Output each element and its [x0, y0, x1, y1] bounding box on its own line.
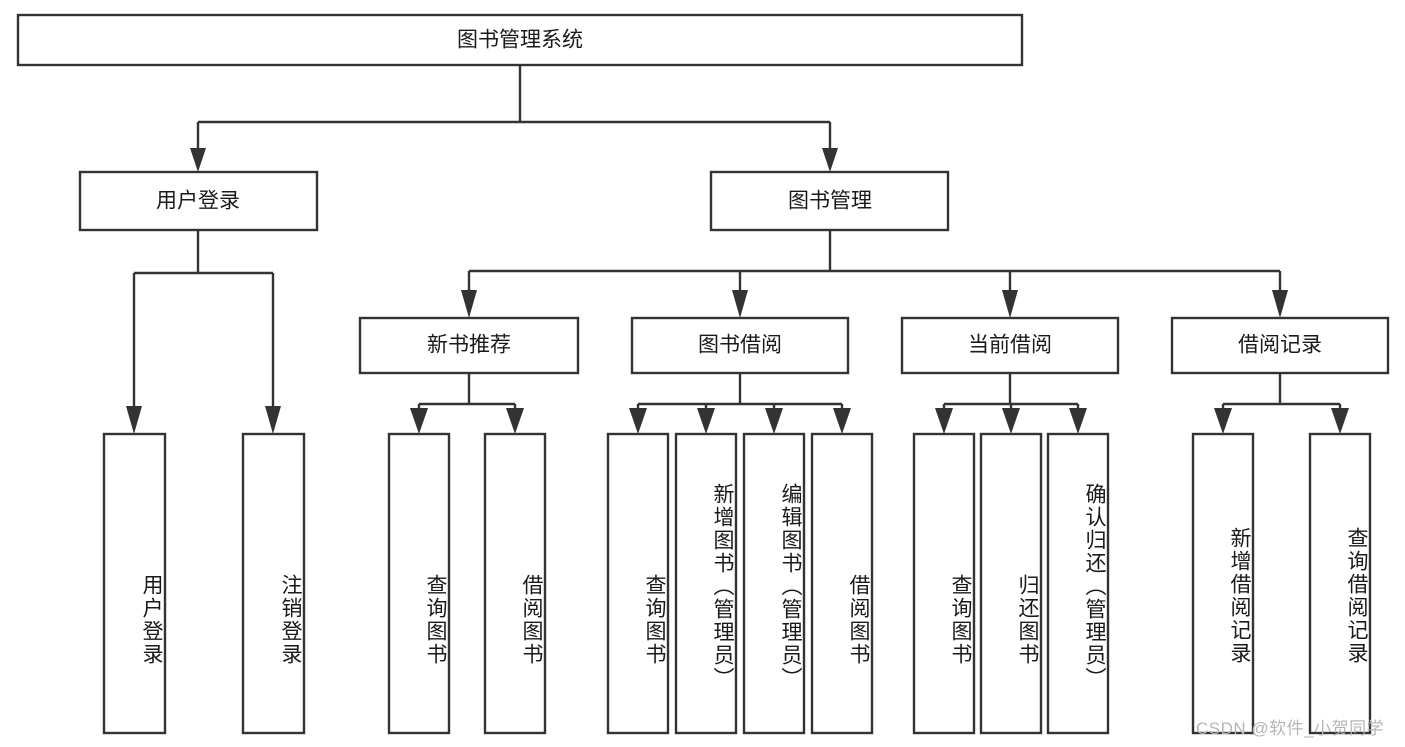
- node-current-borrow[interactable]: 当前借阅: [900, 316, 1120, 375]
- arrow-head-borrow-record: [1272, 290, 1288, 318]
- node-leaf-borrow-book-2-box[interactable]: [810, 432, 874, 735]
- node-user-login-box[interactable]: [78, 170, 319, 232]
- node-new-book-recommend-box[interactable]: [358, 316, 580, 375]
- node-leaf-query-book-1-box[interactable]: [387, 432, 451, 735]
- arrow-head-leaf-query-book-2: [629, 408, 647, 434]
- arrow-head-leaf-add-record: [1214, 408, 1232, 434]
- node-root[interactable]: 图书管理系统: [16, 13, 1024, 67]
- node-leaf-borrow-book-1-box[interactable]: [483, 432, 547, 735]
- node-book-borrow[interactable]: 图书借阅: [630, 316, 850, 375]
- node-borrow-record-box[interactable]: [1170, 316, 1390, 375]
- arrow-head-leaf-edit-book: [765, 408, 783, 434]
- arrow-head-user-login: [190, 148, 206, 172]
- node-leaf-add-record-box[interactable]: [1191, 432, 1255, 735]
- arrow-head-leaf-borrow-book-2: [833, 408, 851, 434]
- connector-group-current-borrow: [935, 373, 1087, 434]
- node-leaf-return-book-box[interactable]: [979, 432, 1043, 735]
- node-leaf-query-book-3-box[interactable]: [912, 432, 976, 735]
- arrow-head-leaf-return-book: [1002, 408, 1020, 434]
- arrow-head-book-borrow: [732, 290, 748, 318]
- node-root-label: 图书管理系统: [457, 29, 583, 52]
- node-book-borrow-box[interactable]: [630, 316, 850, 375]
- arrow-head-leaf-confirm-return: [1069, 408, 1087, 434]
- node-new-book-recommend-label: 新书推荐: [427, 334, 511, 357]
- arrow-head-leaf-query-book-3: [935, 408, 953, 434]
- arrow-head-leaf-query-book-1: [410, 408, 428, 434]
- node-book-borrow-label: 图书借阅: [698, 334, 782, 357]
- connector-group-user-login: [126, 231, 281, 434]
- node-book-manage-label: 图书管理: [788, 190, 872, 213]
- connector-group-borrow-record: [1214, 373, 1349, 434]
- connector-group-book-manage: [461, 231, 1288, 318]
- arrow-head-leaf-borrow-book-1: [506, 408, 524, 434]
- node-leaf-query-record-box[interactable]: [1308, 432, 1372, 735]
- node-new-book-recommend[interactable]: 新书推荐: [358, 316, 580, 375]
- node-book-manage[interactable]: 图书管理: [709, 170, 950, 232]
- connector-group-book-borrow: [629, 373, 851, 434]
- csdn-watermark: CSDN @软件_小贺同学: [1196, 719, 1385, 738]
- node-leaf-user-login-box[interactable]: [102, 432, 167, 735]
- arrow-head-leaf-user-login: [126, 406, 142, 434]
- node-user-login[interactable]: 用户登录: [78, 170, 319, 232]
- node-book-manage-box[interactable]: [709, 170, 950, 232]
- node-leaf-query-book-2-box[interactable]: [606, 432, 670, 735]
- arrow-head-leaf-query-record: [1331, 408, 1349, 434]
- arrow-head-new-book-recommend: [461, 290, 477, 318]
- node-current-borrow-box[interactable]: [900, 316, 1120, 375]
- arrow-head-book-manage: [822, 148, 838, 172]
- node-borrow-record-label: 借阅记录: [1238, 334, 1322, 357]
- node-leaf-edit-book-box[interactable]: [742, 432, 806, 735]
- node-leaf-logout-box[interactable]: [241, 432, 306, 735]
- node-leaf-add-book-box[interactable]: [674, 432, 738, 735]
- node-user-login-label: 用户登录: [156, 190, 240, 213]
- connector-group-new-book-recommend: [410, 373, 524, 434]
- arrow-head-leaf-add-book: [697, 408, 715, 434]
- node-root-box[interactable]: [16, 13, 1024, 67]
- node-leaf-confirm-return-box[interactable]: [1046, 432, 1110, 735]
- node-borrow-record[interactable]: 借阅记录: [1170, 316, 1390, 375]
- connector-group-root: [190, 65, 838, 172]
- arrow-head-leaf-logout: [265, 406, 281, 434]
- arrow-head-current-borrow: [1002, 290, 1018, 318]
- node-current-borrow-label: 当前借阅: [968, 334, 1052, 357]
